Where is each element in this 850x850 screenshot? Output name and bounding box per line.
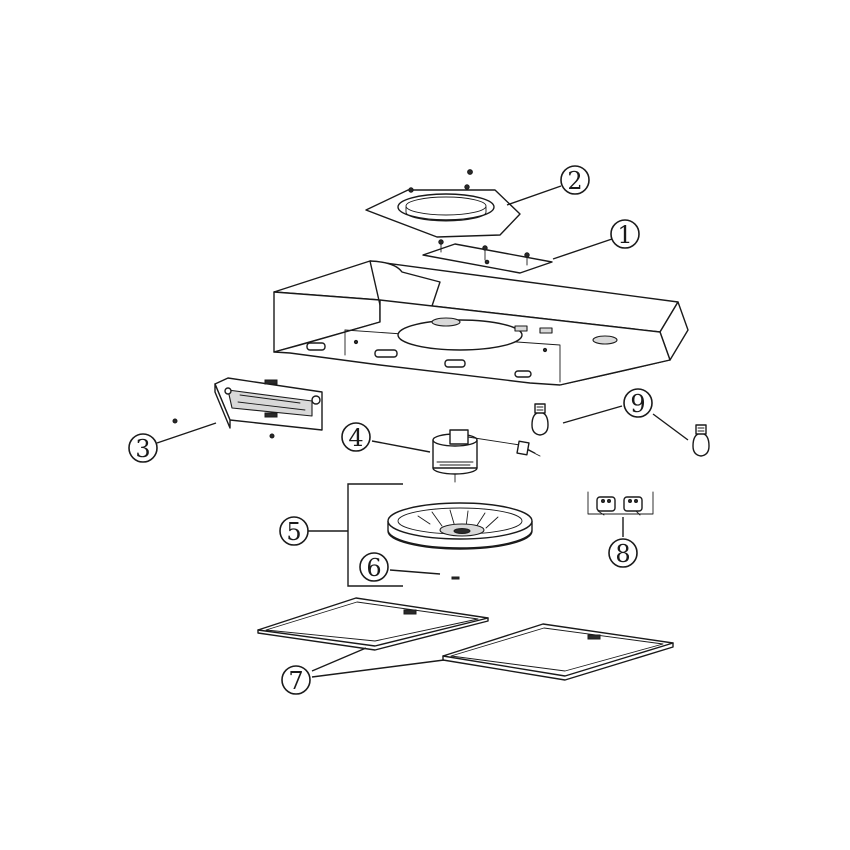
callout-label: 3 bbox=[135, 435, 150, 463]
callout-9: 9 bbox=[623, 388, 653, 418]
light-bulb bbox=[692, 424, 710, 457]
callout-label: 4 bbox=[348, 424, 363, 452]
callout-label: 7 bbox=[288, 667, 303, 695]
mounting-bracket bbox=[422, 239, 553, 274]
callout-7: 7 bbox=[281, 665, 311, 695]
callout-6: 6 bbox=[359, 552, 389, 582]
callout-8: 8 bbox=[608, 538, 638, 568]
fan-nut bbox=[451, 576, 460, 580]
callout-label: 6 bbox=[366, 554, 381, 582]
callout-label: 5 bbox=[286, 518, 301, 546]
callout-label: 1 bbox=[617, 221, 632, 249]
callout-label: 2 bbox=[567, 167, 582, 195]
lamp-sockets bbox=[587, 491, 654, 516]
blower-motor bbox=[432, 429, 541, 483]
callout-1: 1 bbox=[610, 219, 640, 249]
callout-3: 3 bbox=[128, 433, 158, 463]
light-bulb bbox=[531, 403, 549, 436]
callout-5: 5 bbox=[279, 516, 309, 546]
blower-fan-wheel bbox=[387, 502, 533, 550]
duct-collar-plate bbox=[365, 169, 521, 238]
callout-label: 8 bbox=[615, 540, 630, 568]
range-hood-body bbox=[273, 260, 689, 386]
grease-filter bbox=[257, 597, 489, 651]
leader-lines bbox=[156, 185, 689, 678]
grease-filter bbox=[442, 623, 674, 681]
control-panel bbox=[172, 377, 323, 439]
callout-2: 2 bbox=[560, 165, 590, 195]
callout-4: 4 bbox=[341, 422, 371, 452]
callout-label: 9 bbox=[630, 390, 645, 418]
